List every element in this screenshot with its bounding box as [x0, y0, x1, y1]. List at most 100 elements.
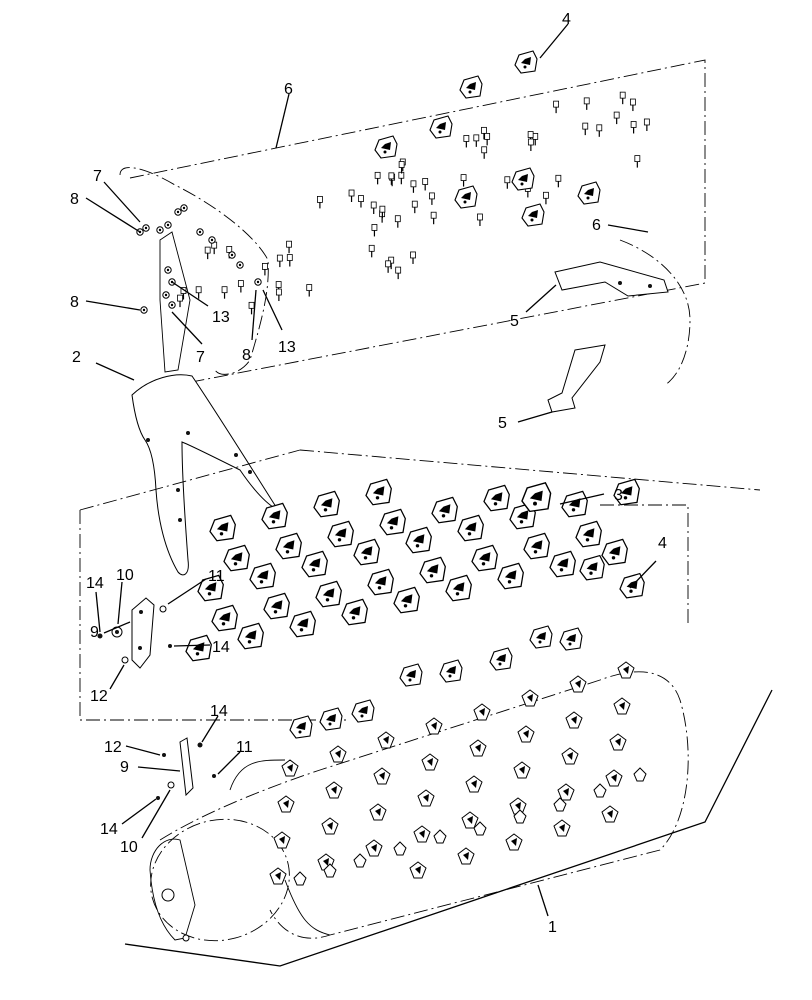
knife-part-3	[275, 532, 302, 560]
knife	[521, 203, 545, 227]
bolt	[348, 189, 355, 203]
knife-part-3	[601, 538, 628, 566]
knife-part-3	[263, 592, 290, 620]
callout-8-center: 8	[242, 347, 251, 364]
bolt	[388, 172, 395, 185]
drum-knife	[293, 871, 307, 886]
knife-field-boundary	[79, 449, 761, 721]
upper-assembly	[119, 59, 706, 391]
bolt	[208, 236, 216, 244]
drum-reference-lines	[124, 689, 773, 967]
callout-leaders	[85, 23, 657, 917]
bolt	[634, 155, 641, 168]
bolt	[370, 201, 377, 215]
callout-8-top: 8	[70, 191, 79, 208]
end-shield-plate-7	[159, 231, 191, 373]
callout-6-right: 6	[592, 217, 601, 234]
knife	[514, 50, 538, 74]
bolt	[286, 240, 292, 254]
bolt	[398, 161, 405, 174]
drum-knife	[273, 831, 291, 849]
knife	[511, 167, 535, 191]
callout-8-left: 8	[70, 294, 79, 311]
drum-knife	[457, 847, 475, 865]
bolt	[180, 204, 188, 212]
bolt	[276, 254, 283, 268]
bolt	[395, 266, 402, 280]
side-plate-part-9-upper	[97, 597, 172, 669]
callout-1: 1	[548, 919, 557, 936]
rotor-drum-part-1	[149, 671, 689, 942]
bolt	[481, 126, 487, 140]
knife-part-3	[223, 544, 250, 572]
knife-part-3	[419, 556, 446, 584]
drum-knife	[421, 753, 439, 771]
bolt	[504, 176, 511, 189]
drum-end-hub	[149, 838, 196, 941]
bolt	[582, 122, 589, 136]
drum-knife	[617, 661, 635, 679]
drum-knife	[593, 783, 607, 798]
knife-part-3	[497, 562, 524, 590]
drum-knife	[469, 739, 487, 757]
drum-knife	[433, 829, 447, 844]
bolt	[221, 286, 228, 299]
bolt	[619, 91, 626, 105]
bolt	[237, 280, 244, 293]
bolt	[195, 286, 202, 299]
knife-part-3	[289, 610, 316, 638]
callout-7-lower: 7	[196, 349, 205, 366]
bolt	[398, 171, 405, 185]
callout-13-center: 13	[278, 339, 296, 356]
knife-part-3	[521, 481, 552, 513]
knife-part-3	[575, 520, 602, 548]
knife-part-3	[379, 508, 406, 536]
drum-knife	[513, 809, 527, 824]
bolt	[481, 146, 488, 159]
knife-part-3	[393, 586, 420, 614]
callout-14-lower-top: 14	[210, 703, 228, 720]
bolt	[583, 97, 590, 110]
knife	[577, 181, 601, 205]
knife-part-3	[185, 634, 212, 662]
bolt	[236, 261, 244, 269]
curved-deflector-part-2	[131, 374, 280, 576]
drum-knife	[277, 795, 295, 813]
upper-knife-brackets	[374, 50, 601, 227]
drum-knife	[365, 839, 383, 857]
bolt	[228, 251, 236, 259]
drum-knife	[325, 781, 343, 799]
knife-part-3	[341, 598, 368, 626]
knife-part-3	[211, 604, 238, 632]
bolt	[196, 228, 204, 236]
drum-knife	[329, 745, 347, 763]
end-shield-outline	[119, 167, 269, 375]
bolt	[174, 208, 182, 216]
bolt	[168, 301, 176, 309]
knife	[374, 135, 398, 159]
drum-knife	[413, 825, 431, 843]
upper-bolt-field	[136, 91, 650, 315]
drum-knife	[461, 811, 479, 829]
drum-knife	[561, 747, 579, 765]
drum-knife	[353, 853, 367, 868]
knife-part-3	[561, 490, 588, 518]
bolt	[477, 213, 483, 226]
drum-knife	[517, 725, 535, 743]
drum-knife	[369, 803, 387, 821]
bolt	[429, 192, 435, 205]
bolt	[463, 135, 470, 148]
drum-knife	[553, 819, 571, 837]
bolt	[430, 211, 437, 225]
bolt	[156, 226, 164, 234]
knife-part-3	[439, 659, 463, 683]
knife-part-3	[529, 625, 553, 649]
bolt	[142, 224, 150, 232]
drum-knife	[425, 717, 443, 735]
callout-3: 3	[614, 487, 623, 504]
drum-knife	[269, 867, 287, 885]
callout-7-top: 7	[93, 168, 102, 185]
bolt	[643, 118, 650, 131]
callout-13-left: 13	[212, 309, 230, 326]
